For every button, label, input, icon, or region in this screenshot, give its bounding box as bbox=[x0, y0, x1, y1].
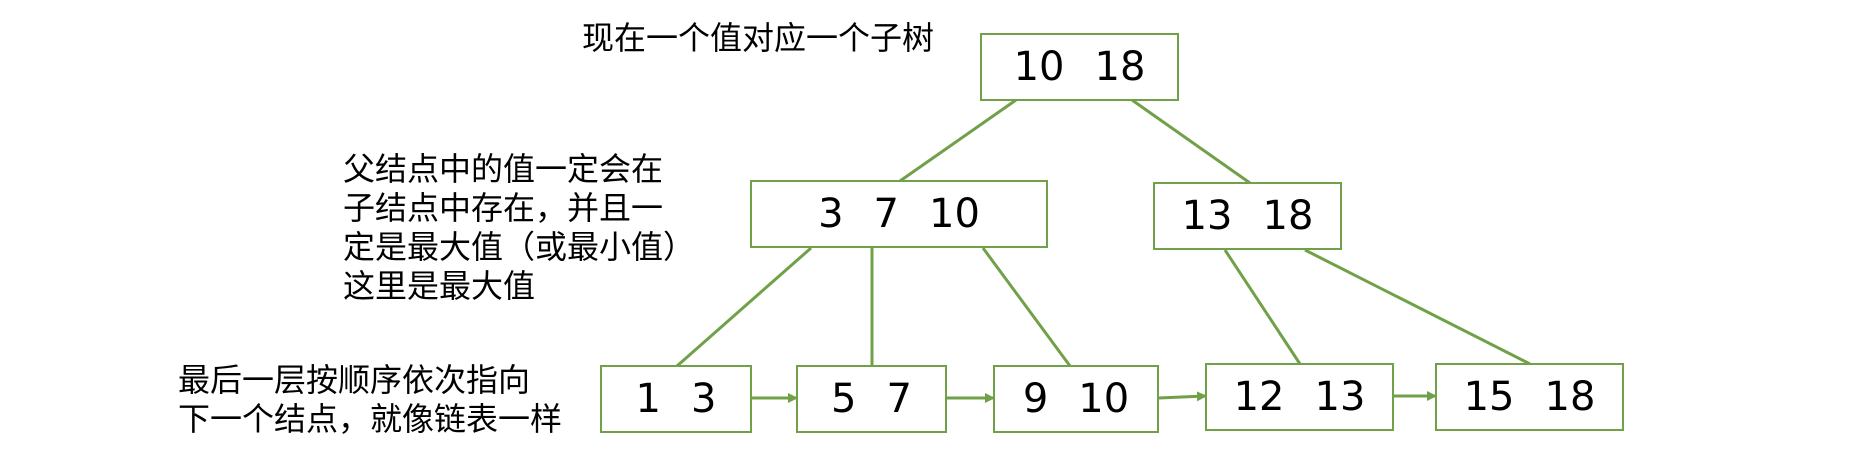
arrow-leaf-3-to-leaf-4 bbox=[1158, 391, 1207, 402]
note-parent: 父结点中的值一定会在 子结点中存在，并且一 定是最大值（或最小值） 这里是最大值 bbox=[343, 150, 695, 306]
key: 1 bbox=[635, 376, 661, 422]
note-root: 现在一个值对应一个子树 bbox=[582, 19, 934, 58]
edge-mid-left-to-leaf-3 bbox=[981, 247, 1072, 367]
node-leaf-2: 5 7 bbox=[796, 365, 947, 433]
edge-mid-right-to-leaf-5 bbox=[1304, 248, 1531, 366]
note-parent-line: 这里是最大值 bbox=[343, 267, 536, 305]
key: 7 bbox=[886, 376, 912, 422]
key: 13 bbox=[1314, 374, 1366, 420]
key: 18 bbox=[1262, 193, 1314, 239]
key: 12 bbox=[1233, 374, 1285, 420]
node-mid-right: 13 18 bbox=[1153, 182, 1342, 250]
node-leaf-5: 15 18 bbox=[1435, 363, 1624, 431]
note-parent-line: 子结点中存在，并且一 bbox=[343, 189, 664, 227]
key: 9 bbox=[1022, 376, 1049, 422]
note-parent-line: 父结点中的值一定会在 bbox=[343, 150, 664, 188]
key: 3 bbox=[691, 376, 717, 422]
key: 10 bbox=[1013, 44, 1065, 90]
note-parent-line: 定是最大值（或最小值） bbox=[343, 228, 696, 266]
node-leaf-1: 1 3 bbox=[600, 365, 752, 433]
key: 13 bbox=[1181, 193, 1233, 239]
node-leaf-3: 9 10 bbox=[993, 365, 1159, 433]
key: 10 bbox=[929, 191, 980, 237]
edge-root-to-mid-left bbox=[899, 98, 1017, 183]
key: 15 bbox=[1463, 374, 1515, 420]
key: 5 bbox=[831, 376, 857, 422]
edge-mid-left-to-leaf-1 bbox=[676, 246, 812, 368]
edge-root-to-mid-right bbox=[1131, 98, 1251, 185]
node-leaf-4: 12 13 bbox=[1205, 363, 1394, 431]
key: 10 bbox=[1078, 376, 1130, 422]
key: 3 bbox=[818, 191, 844, 237]
key: 18 bbox=[1094, 44, 1146, 90]
note-leaf: 最后一层按顺序依次指向 下一个结点，就像链表一样 bbox=[178, 361, 562, 439]
note-leaf-line: 下一个结点，就像链表一样 bbox=[178, 400, 563, 438]
node-mid-left: 3 7 10 bbox=[750, 180, 1048, 248]
key: 18 bbox=[1544, 374, 1596, 420]
edge-mid-right-to-leaf-4 bbox=[1223, 249, 1302, 365]
key: 7 bbox=[873, 191, 899, 237]
node-root: 10 18 bbox=[980, 33, 1179, 101]
note-root-line: 现在一个值对应一个子树 bbox=[582, 19, 935, 57]
note-leaf-line: 最后一层按顺序依次指向 bbox=[178, 361, 531, 399]
